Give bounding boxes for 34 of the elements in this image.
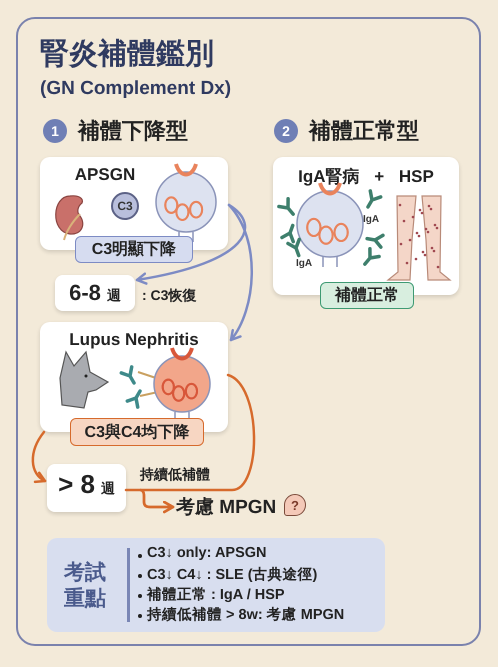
bullet-item: 持續低補體 > 8w: 考慮 MPGN bbox=[147, 606, 344, 624]
duration-unit: 週 bbox=[100, 480, 115, 498]
conclusion-text: 考慮 MPGN bbox=[176, 494, 280, 520]
edge-label: 持續低補體 bbox=[138, 466, 212, 484]
disease-name: IgA腎病 + HSP bbox=[297, 166, 435, 188]
arrow bbox=[138, 374, 256, 514]
arrow bbox=[32, 430, 46, 482]
section-heading: 補體下降型 bbox=[78, 117, 188, 145]
result-badge: C3明顯下降 bbox=[75, 236, 193, 263]
key-points-panel bbox=[47, 538, 385, 632]
disease-name: Lupus Nephritis bbox=[68, 330, 200, 350]
antibody-label: IgA bbox=[363, 214, 380, 225]
number-badge: 2 bbox=[274, 119, 298, 143]
duration-value: 6-8 bbox=[69, 280, 101, 306]
disease-name: APSGN bbox=[74, 165, 136, 185]
bullet-item: 補體正常 : IgA / HSP bbox=[147, 586, 285, 604]
note-text: : C3恢復 bbox=[142, 287, 196, 305]
section-heading: 補體正常型 bbox=[309, 117, 419, 145]
duration-value: > 8 bbox=[58, 469, 95, 500]
duration-unit: 週 bbox=[106, 287, 121, 305]
bullet-item: C3↓ only: APSGN bbox=[147, 545, 267, 561]
result-badge: C3與C4均下降 bbox=[70, 418, 204, 446]
result-badge: 補體正常 bbox=[320, 282, 414, 309]
question-bubble-icon: ? bbox=[284, 494, 306, 516]
title: 腎炎補體鑑別 bbox=[40, 37, 214, 72]
duration-box bbox=[47, 464, 126, 512]
antibody-label: IgA bbox=[296, 258, 312, 269]
bullet-item: C3↓ C4↓ : SLE (古典途徑) bbox=[147, 566, 318, 584]
arrow bbox=[136, 204, 246, 285]
number-badge: 1 bbox=[43, 119, 67, 143]
subtitle: (GN Complement Dx) bbox=[40, 78, 232, 100]
duration-box bbox=[55, 275, 135, 311]
panel-heading: 考試重點 bbox=[62, 560, 107, 612]
arrow bbox=[228, 204, 253, 342]
